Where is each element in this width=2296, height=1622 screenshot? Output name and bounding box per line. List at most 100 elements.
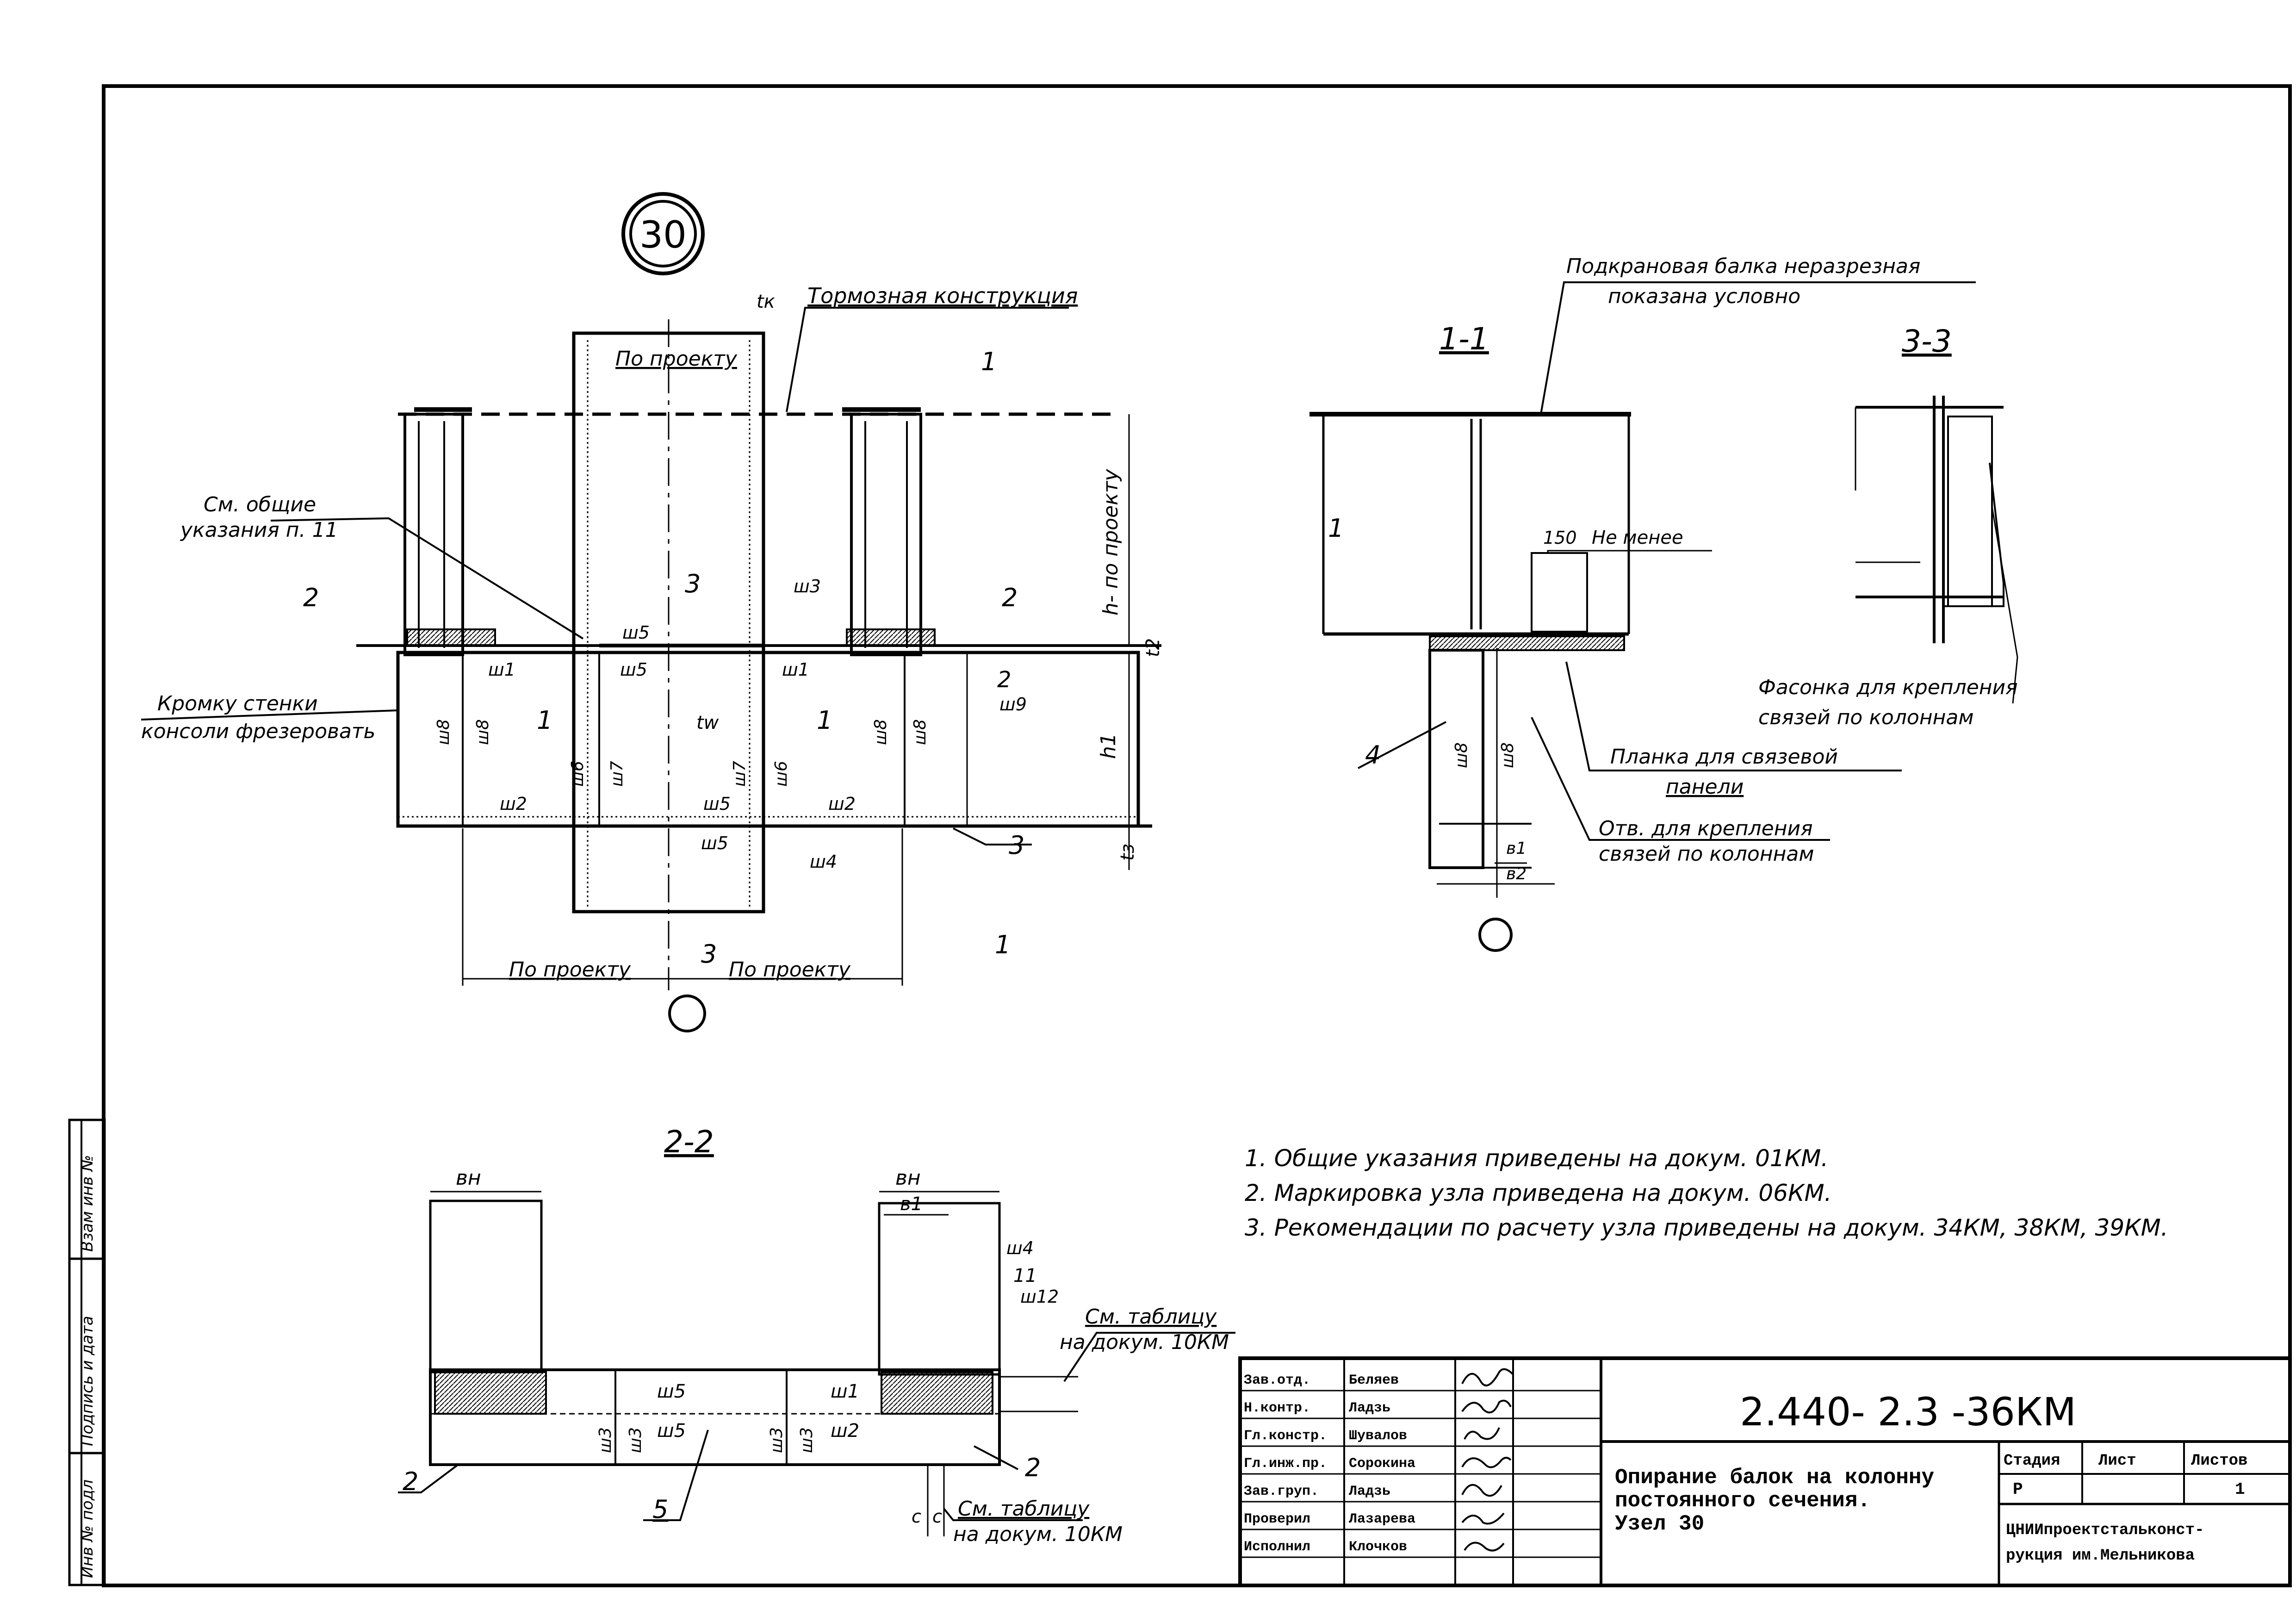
weld-sh8-c: ш8	[871, 719, 890, 745]
plank-2: панели	[1666, 775, 1744, 799]
plan-see-general-1: См. общие	[204, 493, 316, 516]
s22-mark-11: 11	[1013, 1265, 1037, 1286]
see-table-b-1: См. таблицу	[958, 1497, 1090, 1521]
plan-axis-marker	[668, 994, 706, 1032]
plan-po-proektu-right: По проекту	[729, 958, 851, 982]
stamp-sheets-value: 1	[2235, 1480, 2245, 1499]
s22-dim-bn-right: вн	[895, 1166, 921, 1190]
weld-sh5-b: ш5	[620, 659, 647, 680]
sign-role-2: Гл.констр.	[1244, 1428, 1327, 1444]
s22-weld-sh12: ш12	[1020, 1286, 1059, 1307]
section-2-2-title: 2-2	[664, 1124, 714, 1160]
cut-1-bottom: 1	[995, 930, 1011, 959]
see-table-a-1: См. таблицу	[1085, 1305, 1217, 1329]
plan-po-proektu-top: По проекту	[615, 347, 738, 371]
side-stamp-inv: Инв № подл	[78, 1479, 97, 1578]
gusset-2: связей по колоннам	[1758, 706, 1974, 729]
holes-1: Отв. для крепления	[1599, 817, 1813, 840]
organization-line-2: рукция им.Мельникова	[2006, 1547, 2195, 1565]
weld-sh1-b: ш1	[782, 659, 809, 680]
section-3-3	[1855, 396, 2018, 704]
plan-edge-web-1: Кромку стенки	[157, 692, 318, 715]
node-number: 30	[639, 213, 687, 256]
plan-brake-label: Тормозная конструкция	[807, 283, 1078, 308]
part-1-left: 1	[537, 706, 552, 735]
section-1-1-weld-sh8-b: ш8	[1498, 742, 1517, 768]
plan-h-label: h- по проекту	[1099, 469, 1123, 615]
note-1: 1. Общие указания приведены на докум. 01…	[1245, 1145, 1828, 1172]
weld-sh5-c: ш5	[703, 794, 731, 814]
sheet-frame	[102, 84, 2292, 1587]
weld-sh5-d: ш5	[701, 833, 728, 853]
section-1-1-mark-4: 4	[1365, 740, 1381, 770]
weld-sh1-a: ш1	[488, 659, 515, 680]
min-value: 150	[1543, 528, 1577, 548]
dim-tw: tw	[696, 712, 719, 733]
plan-edge-web-2: консоли фрезеровать	[141, 720, 375, 743]
part-3-mark: 3	[1009, 831, 1024, 860]
title-block	[1238, 1356, 2292, 1587]
dim-h1: h1	[1097, 733, 1120, 759]
cut-3-bottom: 3	[701, 939, 717, 969]
sign-role-1: Н.контр.	[1244, 1400, 1310, 1416]
weld-sh9: ш9	[999, 694, 1027, 715]
s22-weld-sh3-a: ш3	[596, 1427, 615, 1453]
section-1-1	[1309, 281, 1976, 898]
plan-see-general-2: указания п. 11	[180, 518, 338, 542]
see-table-b-2: на докум. 10КМ	[953, 1523, 1123, 1546]
sign-name-1: Ладзь	[1349, 1400, 1390, 1416]
stamp-sheet-header: Лист	[2098, 1452, 2136, 1470]
title-line-2: постоянного сечения.	[1615, 1489, 1870, 1513]
title-line-1: Опирание балок на колонну	[1615, 1466, 1934, 1490]
s22-weld-sh3-b: ш3	[626, 1427, 645, 1453]
s22-dim-c-1: с	[912, 1506, 921, 1527]
s22-dim-bn-left: вн	[456, 1166, 481, 1190]
s22-weld-sh3-c: ш3	[767, 1427, 786, 1453]
node-marker: 30	[621, 192, 705, 275]
side-stamp-replace: Взам инв №	[78, 1155, 97, 1252]
s22-weld-sh4: ш4	[1006, 1238, 1034, 1258]
dim-tk: tк	[757, 291, 775, 312]
weld-sh2-a: ш2	[500, 794, 527, 814]
section-3-3-title: 3-3	[1902, 323, 1952, 359]
stamp-sheets-header: Листов	[2191, 1452, 2247, 1470]
sign-name-2: Шувалов	[1349, 1428, 1407, 1444]
sign-role-5: Проверил	[1244, 1511, 1310, 1527]
sign-name-6: Клочков	[1349, 1539, 1407, 1555]
gusset-1: Фасонка для крепления	[1758, 676, 2018, 699]
dim-t2: t2	[1142, 638, 1164, 657]
s22-dim-b1: в1	[900, 1193, 923, 1215]
s22-weld-sh5-b: ш5	[657, 1420, 686, 1442]
weld-sh4: ш4	[810, 851, 837, 872]
document-code: 2.440- 2.3 -36КМ	[1740, 1389, 2076, 1435]
signature-rows: Зав.отд. Беляев Н.контр. Ладзь Гл.констр…	[1244, 1373, 1415, 1555]
cut-1-top: 1	[981, 347, 997, 376]
weld-sh3: ш3	[794, 576, 821, 597]
weld-sh8-d: ш8	[911, 719, 930, 745]
section-1-1-weld-sh8-a: ш8	[1452, 742, 1471, 768]
note-2: 2. Маркировка узла приведена на докум. 0…	[1245, 1180, 1832, 1206]
stamp-stage-value: Р	[2013, 1480, 2023, 1499]
side-stamp-sign: Подпись и дата	[78, 1316, 97, 1446]
weld-sh6-b: ш6	[772, 761, 791, 787]
s22-weld-sh1: ш1	[831, 1381, 859, 1402]
min-label: Не менее	[1592, 527, 1683, 548]
sign-role-0: Зав.отд.	[1244, 1373, 1310, 1388]
plank-1: Планка для связевой	[1610, 745, 1838, 769]
sign-name-3: Сорокина	[1349, 1456, 1415, 1472]
organization-line-1: ЦНИИпроектстальконст-	[2006, 1522, 2204, 1539]
title-line-3: Узел 30	[1615, 1512, 1704, 1536]
weld-sh6-a: ш6	[568, 761, 587, 787]
s22-weld-sh2: ш2	[831, 1420, 859, 1442]
plan-po-proektu-left: По проекту	[509, 958, 631, 982]
side-stamp: Инв № подл Подпись и дата Взам инв №	[68, 1119, 106, 1586]
sign-role-3: Гл.инж.пр.	[1244, 1456, 1327, 1472]
dim-b2: в2	[1506, 864, 1527, 883]
see-table-a-2: на докум. 10КМ	[1060, 1330, 1229, 1354]
handwritten-signatures	[1461, 1368, 1514, 1552]
sign-name-5: Лазарева	[1349, 1511, 1415, 1527]
section-2-2	[398, 1191, 1235, 1536]
sign-role-4: Зав.груп.	[1244, 1484, 1319, 1499]
crane-beam-1: Подкрановая балка неразрезная	[1566, 255, 1920, 278]
crane-beam-2: показана условно	[1608, 285, 1800, 308]
